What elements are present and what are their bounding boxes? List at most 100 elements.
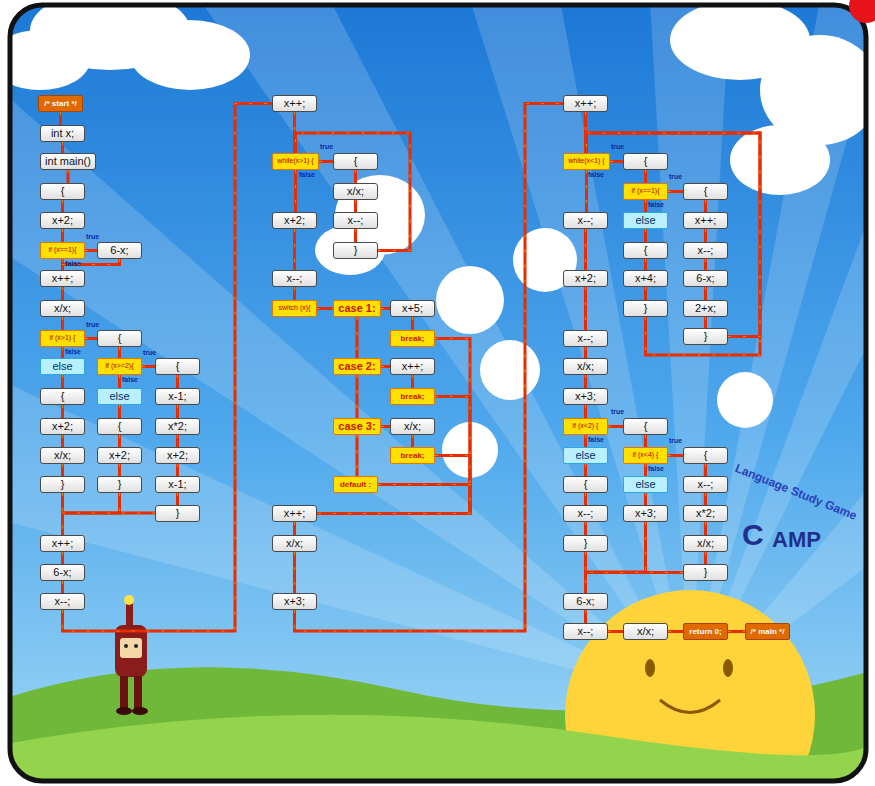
code-box: } bbox=[333, 242, 378, 259]
code-box: { bbox=[623, 153, 668, 170]
flow-line bbox=[85, 250, 97, 251]
code-text: switch (x){ bbox=[279, 304, 311, 312]
flow-line bbox=[668, 631, 683, 632]
code-text: } bbox=[584, 537, 588, 550]
code-text: } bbox=[176, 507, 180, 520]
code-box: x--; bbox=[683, 476, 728, 493]
code-text: break; bbox=[400, 334, 424, 343]
flow-line bbox=[319, 161, 333, 162]
code-box: 6-x; bbox=[97, 242, 142, 259]
flow-line bbox=[668, 455, 683, 456]
code-box: x-1; bbox=[155, 476, 200, 493]
code-text: { bbox=[704, 449, 708, 462]
code-box: } bbox=[563, 535, 608, 552]
marker-box: /* start */ bbox=[38, 95, 83, 112]
flow-line-path bbox=[705, 287, 706, 300]
code-text: x++; bbox=[575, 97, 596, 110]
code-text: x+3; bbox=[284, 595, 305, 608]
flow-line-path bbox=[704, 229, 707, 242]
flow-line-path bbox=[317, 456, 470, 514]
flow-line-path bbox=[119, 375, 120, 388]
flow-line-path bbox=[411, 375, 414, 388]
flow-line-path bbox=[119, 347, 120, 358]
branch-label: false bbox=[299, 171, 315, 179]
flow-line bbox=[85, 338, 97, 339]
code-text: if (x>=2){ bbox=[105, 362, 133, 370]
code-box: x++; bbox=[390, 358, 435, 375]
code-box: x--; bbox=[40, 593, 85, 610]
code-text: if (x==1){ bbox=[48, 246, 76, 254]
code-box: x+2; bbox=[40, 212, 85, 229]
code-box: x+2; bbox=[155, 447, 200, 464]
code-text: else bbox=[52, 360, 72, 373]
flow-line-path bbox=[585, 375, 586, 388]
flow-line-path bbox=[319, 161, 333, 162]
flow-line bbox=[705, 522, 706, 535]
code-text: if (x<4) { bbox=[633, 451, 659, 459]
code-text: x+4; bbox=[635, 272, 656, 285]
flow-line-path bbox=[411, 435, 414, 447]
code-text: { bbox=[61, 185, 65, 198]
flow-line-path bbox=[668, 454, 683, 457]
flow-line-path bbox=[176, 405, 179, 418]
flow-line-path bbox=[584, 610, 587, 623]
flow-line-path bbox=[293, 522, 296, 535]
branch-label: false bbox=[588, 436, 604, 444]
flow-line-path bbox=[608, 426, 623, 427]
flow-line-path bbox=[295, 170, 296, 212]
condition-box: while(x>1) { bbox=[272, 153, 319, 170]
flow-line-path bbox=[705, 493, 706, 505]
flow-line-path bbox=[61, 581, 64, 593]
flow-line bbox=[645, 200, 646, 212]
flow-line bbox=[705, 259, 706, 270]
code-text: x/x; bbox=[577, 360, 594, 373]
code-box: x++; bbox=[563, 95, 608, 112]
flow-line bbox=[645, 259, 646, 270]
flow-line-path bbox=[381, 308, 390, 309]
flow-line-path bbox=[587, 133, 761, 337]
flow-line bbox=[177, 405, 178, 418]
code-box: x+3; bbox=[563, 388, 608, 405]
code-text: return 0; bbox=[689, 627, 721, 636]
flow-line-path bbox=[176, 464, 179, 476]
flow-line-path bbox=[728, 631, 745, 632]
flow-line-path bbox=[62, 405, 63, 418]
flow-line-path bbox=[118, 464, 121, 476]
flow-line-path bbox=[62, 287, 63, 300]
flow-line-path bbox=[584, 347, 587, 358]
flow-line bbox=[294, 229, 295, 270]
flow-line-path bbox=[644, 229, 647, 242]
flow-line bbox=[119, 464, 120, 476]
flow-line-path bbox=[704, 464, 707, 476]
close-dot bbox=[849, 0, 875, 23]
code-text: x--; bbox=[287, 272, 303, 285]
code-box: { bbox=[683, 447, 728, 464]
flow-line-path bbox=[293, 552, 296, 593]
flow-line bbox=[317, 308, 333, 309]
branch-label: false bbox=[65, 348, 81, 356]
flow-line-path bbox=[62, 142, 63, 153]
flow-line-path bbox=[62, 435, 63, 447]
code-text: while(x>1) { bbox=[277, 157, 313, 165]
flow-line bbox=[586, 573, 684, 594]
code-text: x-1; bbox=[168, 478, 186, 491]
code-text: x/x; bbox=[54, 302, 71, 315]
break-box: break; bbox=[390, 447, 435, 464]
flow-line-path bbox=[61, 375, 64, 388]
flow-line-path bbox=[704, 200, 707, 212]
flow-line-path bbox=[668, 630, 683, 633]
flow-line-path bbox=[63, 259, 120, 270]
flow-line-path bbox=[381, 426, 390, 427]
code-box: { bbox=[97, 330, 142, 347]
code-box: x+3; bbox=[623, 505, 668, 522]
flow-line bbox=[705, 200, 706, 212]
flow-line-path bbox=[584, 522, 587, 535]
flow-line bbox=[608, 426, 623, 427]
flow-line bbox=[355, 200, 356, 212]
branch-label: true bbox=[143, 349, 156, 357]
flow-line-path bbox=[59, 112, 62, 125]
flow-line bbox=[62, 317, 63, 330]
flow-line-path bbox=[705, 259, 706, 270]
code-box: } bbox=[683, 564, 728, 581]
